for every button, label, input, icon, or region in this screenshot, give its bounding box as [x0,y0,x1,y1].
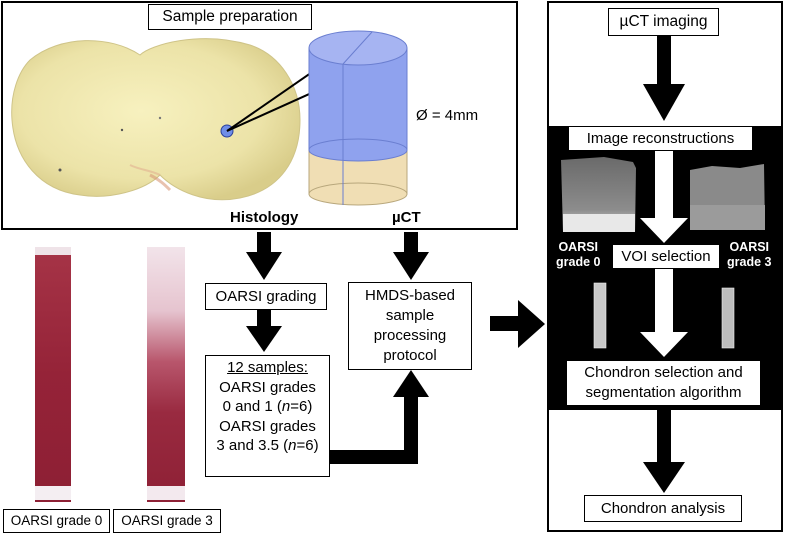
hmds-line1: HMDS-based [364,287,456,304]
hmds-line4: protocol [383,347,437,364]
samples-line3: OARSI grades [219,417,316,435]
hmds-line3: processing [373,327,447,344]
slide-label-grade0: OARSI grade 0 [10,513,103,528]
chondron-analysis-label: Chondron analysis [600,500,726,517]
samples-line1: OARSI grades [219,378,316,396]
slide-label-grade0-box: OARSI grade 0 [3,509,110,533]
histology-branch-label: Histology [230,209,299,226]
diameter-label: Ø = 4mm [416,107,479,124]
chondron-analysis-box: Chondron analysis [584,495,742,522]
histology-slide-grade0 [35,247,71,502]
voi-selection-box: VOI selection [612,244,720,269]
samples-box: 12 samples: OARSI grades 0 and 1 (n=6) O… [205,355,330,477]
tissue-sample-image [11,38,301,201]
image-reconstructions-box: Image reconstructions [568,126,753,151]
reconstruction-grade3 [690,164,765,230]
chondron-selection-box: Chondron selection and segmentation algo… [566,360,761,406]
sample-prep-title-box: Sample preparation [148,4,312,30]
oarsi-grading-label: OARSI grading [215,288,317,305]
samples-line2: 0 and 1 (n=6) [222,398,313,415]
uct-branch-label: µCT [392,209,421,226]
sample-prep-title: Sample preparation [162,8,298,25]
voi-pillar-grade3 [721,287,735,349]
histology-slide-grade3 [147,247,185,502]
oarsi-grading-box: OARSI grading [205,283,327,310]
voi-selection-label: VOI selection [621,248,711,265]
chondron-line1: Chondron selection and [584,364,743,381]
uct-imaging-box: µCT imaging [608,8,719,36]
uct-imaging-label: µCT imaging [619,13,708,30]
reconstruction-grade0 [561,157,636,232]
voi-pillar-grade0 [593,282,607,349]
samples-line4: 3 and 3.5 (n=6) [216,437,319,454]
chondron-line2: segmentation algorithm [585,384,742,401]
slide-label-grade3-box: OARSI grade 3 [113,509,221,533]
samples-title: 12 samples: [227,359,308,376]
image-reconstructions-label: Image reconstructions [586,130,735,147]
hmds-line2: sample [385,307,435,324]
cylinder-sample-diagram [308,30,408,206]
slide-label-grade3: OARSI grade 3 [121,513,213,528]
hmds-protocol-box: HMDS-based sample processing protocol [348,282,472,370]
